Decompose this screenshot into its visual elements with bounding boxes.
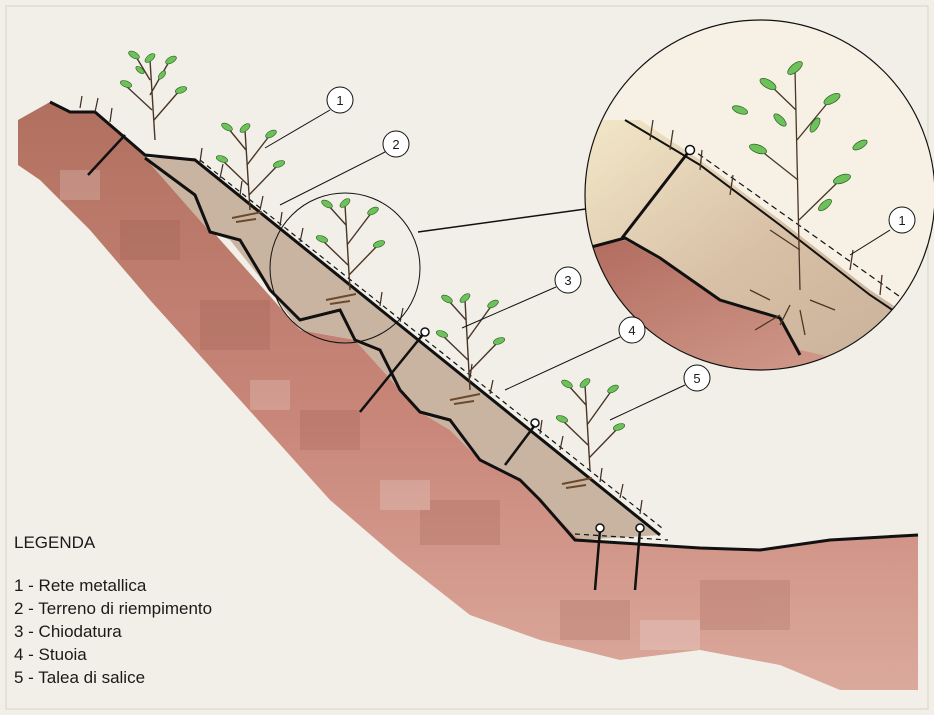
legend-item-5: 5 - Talea di salice [14, 667, 212, 690]
callout-5: 5 [684, 365, 710, 391]
detail-callout-label: 1 [898, 213, 905, 228]
callout-label-5: 5 [693, 371, 700, 386]
legend-item-4: 4 - Stuoia [14, 644, 212, 667]
detail-callout-1: 1 [889, 207, 915, 233]
plant-cluster-1 [119, 49, 187, 140]
legend-title: LEGENDA [14, 532, 212, 555]
callout-label-4: 4 [628, 323, 635, 338]
callout-label-1: 1 [336, 93, 343, 108]
callout-label-2: 2 [392, 137, 399, 152]
callout-4: 4 [619, 317, 645, 343]
legend-item-3: 3 - Chiodatura [14, 621, 212, 644]
callout-1: 1 [327, 87, 353, 113]
callout-2: 2 [383, 131, 409, 157]
callout-label-3: 3 [564, 273, 571, 288]
legend: LEGENDA 1 - Rete metallica 2 - Terreno d… [14, 532, 212, 690]
legend-item-1: 1 - Rete metallica [14, 575, 212, 598]
callout-3: 3 [555, 267, 581, 293]
legend-item-2: 2 - Terreno di riempimento [14, 598, 212, 621]
